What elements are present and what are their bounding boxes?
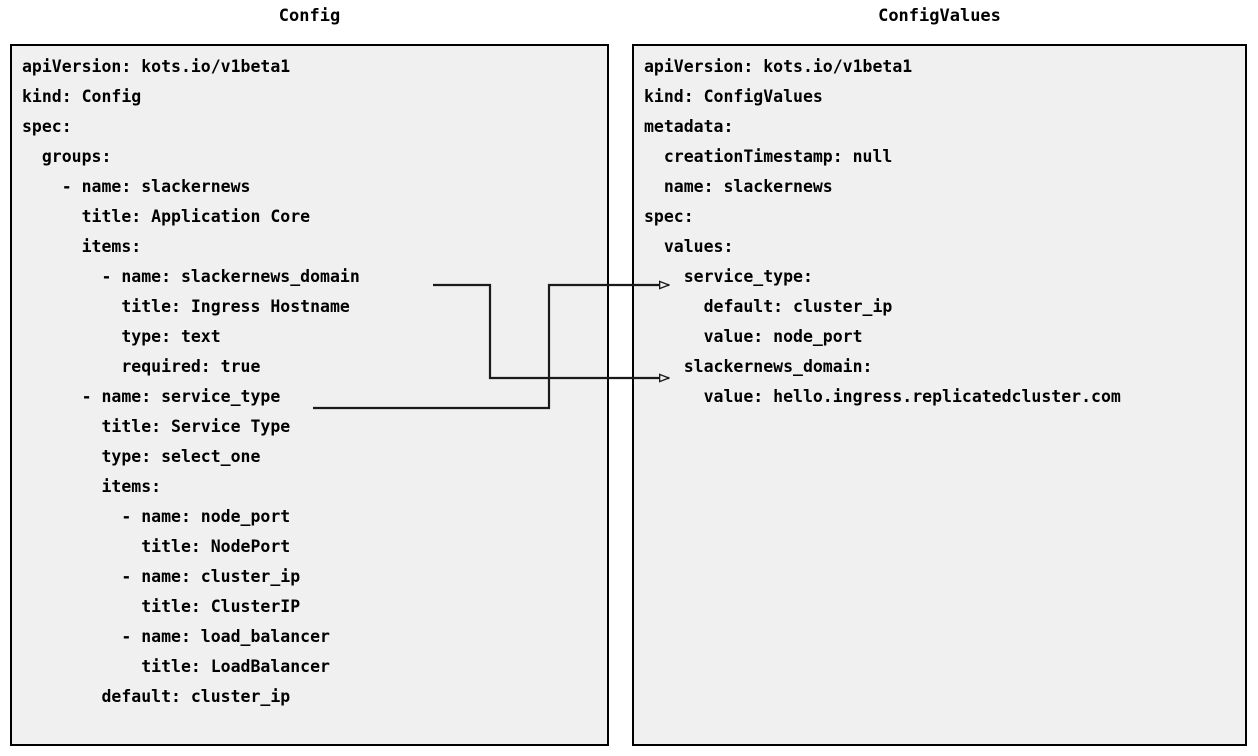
yaml-line: - name: load_balancer xyxy=(22,627,330,646)
yaml-line: - name: cluster_ip xyxy=(22,567,301,586)
yaml-line: title: ClusterIP xyxy=(22,597,301,616)
yaml-line: title: NodePort xyxy=(22,537,291,556)
yaml-line: groups: xyxy=(22,147,112,166)
yaml-line: title: Service Type xyxy=(22,417,291,436)
yaml-line: type: select_one xyxy=(22,447,261,466)
yaml-line: spec: xyxy=(22,117,72,136)
yaml-line: spec: xyxy=(644,207,694,226)
yaml-line: value: node_port xyxy=(644,327,863,346)
yaml-line: service_type: xyxy=(644,267,813,286)
yaml-line: metadata: xyxy=(644,117,734,136)
yaml-line: - name: node_port xyxy=(22,507,291,526)
configvalues-yaml-body: apiVersion: kots.io/v1beta1 kind: ConfigV… xyxy=(644,52,1245,412)
yaml-line: required: true xyxy=(22,357,261,376)
yaml-line: slackernews_domain: xyxy=(644,357,873,376)
yaml-line: type: text xyxy=(22,327,221,346)
yaml-line: title: Ingress Hostname xyxy=(22,297,350,316)
yaml-line: kind: Config xyxy=(22,87,142,106)
panel-title-config: Config xyxy=(278,6,341,26)
yaml-line: items: xyxy=(22,477,162,496)
yaml-line: default: cluster_ip xyxy=(644,297,893,316)
yaml-line: name: slackernews xyxy=(644,177,833,196)
yaml-line: values: xyxy=(644,237,734,256)
yaml-line: - name: service_type xyxy=(22,387,281,406)
configvalues-yaml-panel: apiVersion: kots.io/v1beta1 kind: ConfigV… xyxy=(632,44,1247,746)
yaml-line: default: cluster_ip xyxy=(22,687,291,706)
panel-title-configvalues: ConfigValues xyxy=(878,6,1001,26)
yaml-line: items: xyxy=(22,237,142,256)
yaml-line: title: LoadBalancer xyxy=(22,657,330,676)
yaml-line: apiVersion: kots.io/v1beta1 xyxy=(644,57,913,76)
yaml-line: kind: ConfigValues xyxy=(644,87,823,106)
yaml-line: title: Application Core xyxy=(22,207,311,226)
yaml-line: apiVersion: kots.io/v1beta1 xyxy=(22,57,291,76)
config-yaml-panel: apiVersion: kots.io/v1beta1 kind: Config s… xyxy=(10,44,609,746)
yaml-line: - name: slackernews xyxy=(22,177,251,196)
yaml-line: creationTimestamp: null xyxy=(644,147,893,166)
yaml-line: value: hello.ingress.replicatedcluster.c… xyxy=(644,387,1121,406)
config-yaml-body: apiVersion: kots.io/v1beta1 kind: Config s… xyxy=(22,52,607,712)
yaml-line: - name: slackernews_domain xyxy=(22,267,360,286)
